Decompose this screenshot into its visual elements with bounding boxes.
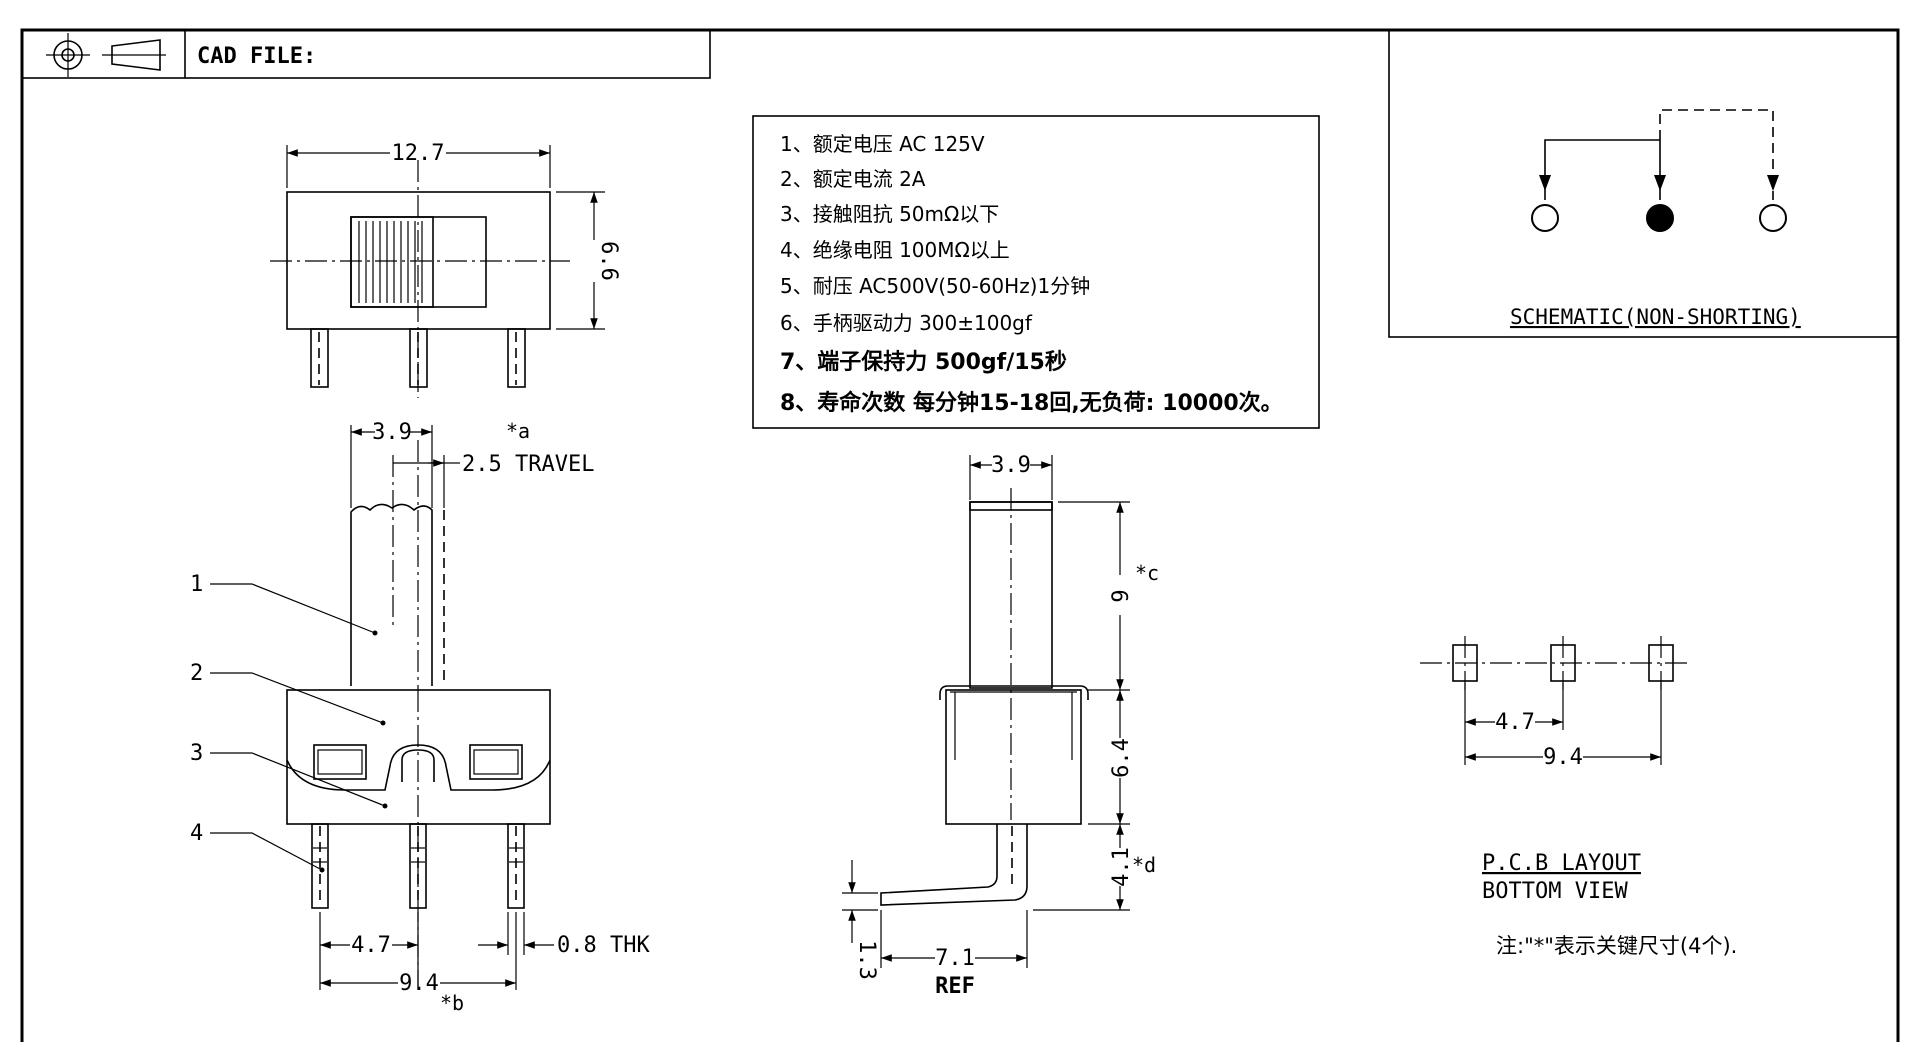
schematic-line-right-dashed <box>1659 109 1774 200</box>
spec-box: 1、额定电压 AC 125V 2、额定电流 2A 3、接触阻抗 50mΩ以下 4… <box>752 115 1320 429</box>
pin-offset-dim: 1.3 <box>854 940 879 980</box>
projection-symbol-icon <box>46 33 166 77</box>
ref-label: REF <box>935 974 975 999</box>
key-dimension-note: 注:"*"表示关键尺寸(4个). <box>1496 934 1737 958</box>
schematic-line-left <box>1544 139 1660 200</box>
schematic-caption: SCHEMATIC(NON-SHORTING) <box>1510 305 1801 329</box>
pcb-title: P.C.B LAYOUT <box>1482 851 1641 876</box>
pcb-pitch-dim: 4.7 <box>1495 710 1535 735</box>
schematic-box: SCHEMATIC(NON-SHORTING) <box>1388 29 1899 338</box>
pcb-layout: 4.7 9.4 P.C.B LAYOUT BOTTOM VIEW <box>1420 636 1690 904</box>
spec-line-1: 1、额定电压 AC 125V <box>780 132 985 156</box>
side-mark-d: *d <box>1132 853 1156 877</box>
side-actuator-width-dim: 3.9 <box>991 453 1031 478</box>
front-mark-a: *a <box>506 419 530 443</box>
pcb-subtitle: BOTTOM VIEW <box>1482 879 1628 904</box>
front-span-dim: 9.4 <box>399 971 439 996</box>
top-width-dim: 12.7 <box>392 141 445 166</box>
title-block: CAD FILE: <box>21 29 711 79</box>
spec-line-8: 8、寿命次数 每分钟15-18回,无负荷: 10000次。 <box>780 390 1283 416</box>
pcb-span-dim: 9.4 <box>1543 745 1583 770</box>
terminal-left <box>1531 204 1559 232</box>
front-actuator-width-dim: 3.9 <box>372 420 412 445</box>
side-height-body-dim: 6.4 <box>1109 738 1134 778</box>
terminal-right <box>1759 204 1787 232</box>
side-mark-c: *c <box>1135 561 1159 585</box>
side-height-pin-dim: 4.1 <box>1109 847 1134 887</box>
front-pitch-dim: 4.7 <box>351 933 391 958</box>
callout-2: 2 <box>190 661 203 686</box>
spec-line-2: 2、额定电流 2A <box>780 167 926 191</box>
ref-dim: 7.1 <box>935 946 975 971</box>
callout-3: 3 <box>190 741 203 766</box>
spec-line-4: 4、绝缘电阻 100MΩ以上 <box>780 238 1010 262</box>
sheet-border <box>20 28 1900 1042</box>
spec-line-6: 6、手柄驱动力 300±100gf <box>780 311 1033 335</box>
top-height-dim: 6.6 <box>596 241 621 281</box>
top-view: 12.7 6.6 <box>270 141 621 398</box>
front-view: 3.9 *a 2.5 TRAVEL 1 2 3 4 4.7 0.8 THK <box>190 419 650 1015</box>
travel-dim: 2.5 TRAVEL <box>462 452 594 477</box>
thickness-dim: 0.8 THK <box>557 933 650 958</box>
side-height-actuator-dim: 9 <box>1109 589 1134 602</box>
spec-line-7: 7、端子保持力 500gf/15秒 <box>780 350 1067 375</box>
callout-1: 1 <box>190 572 203 597</box>
cad-file-label: CAD FILE: <box>197 44 316 69</box>
terminal-common <box>1646 204 1674 232</box>
callout-4: 4 <box>190 821 203 846</box>
spec-line-3: 3、接触阻抗 50mΩ以下 <box>780 202 999 226</box>
spec-line-5: 5、耐压 AC500V(50-60Hz)1分钟 <box>780 274 1090 298</box>
side-view: 3.9 9 *c 6.4 4.1 *d 1.3 7.1 REF <box>842 453 1159 999</box>
front-mark-b: *b <box>440 991 464 1015</box>
